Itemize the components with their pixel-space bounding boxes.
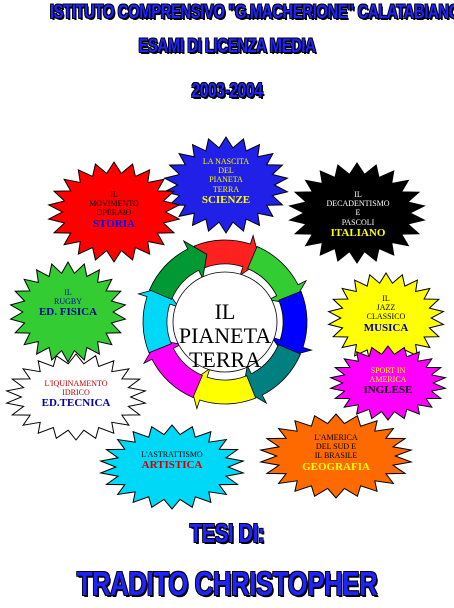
cycle-arrow xyxy=(148,239,208,300)
subject-burst xyxy=(9,260,127,364)
subject-burst xyxy=(47,161,181,263)
subject-name: ARTISTICA xyxy=(141,459,203,472)
topic-line: LA NASCITA xyxy=(202,157,250,166)
topic-line: AMERICA xyxy=(369,375,407,385)
topic-line: MOVIMENTO xyxy=(89,199,139,209)
topic-line: PASCOLI xyxy=(341,217,375,227)
topic-line: IL xyxy=(354,190,362,199)
topic-line: IL xyxy=(64,288,72,297)
topic-line: L'ASTRATTISMO xyxy=(141,450,203,459)
school-title: ISTITUTO COMPRENSIVO "G.MACHERIONE" CALA… xyxy=(49,2,454,23)
topic-line: DECADENTISMO xyxy=(326,199,390,209)
topic-line: E xyxy=(355,208,361,218)
subject-burst xyxy=(4,353,148,441)
topic-line: L'IQUINAMENTO xyxy=(44,379,108,388)
subject-name: SCIENZE xyxy=(201,193,251,206)
topic-line: DEL SUD E xyxy=(315,442,357,452)
center-circle xyxy=(172,271,278,373)
topic-line: IDRICO xyxy=(62,388,90,398)
subject-burst xyxy=(258,413,414,499)
thesis-by-label: TESI DI: xyxy=(189,518,265,548)
topic-line: IL BRASILE xyxy=(314,451,358,461)
student-name: TRADITO CHRISTOPHER xyxy=(76,565,378,602)
topic-line: CLASSICO xyxy=(366,312,406,322)
subject-burst xyxy=(98,424,246,510)
topic-line: DEL xyxy=(218,166,234,176)
subject-name: ED.TECNICA xyxy=(41,397,111,410)
topic-line: RUGBY xyxy=(53,297,82,307)
subject-burst xyxy=(288,162,426,264)
subject-burst xyxy=(328,345,448,421)
exam-title: ESAMI DI LICENZA MEDIA xyxy=(138,36,316,57)
subject-name: ED. FISICA xyxy=(38,306,98,319)
topic-line: IL xyxy=(382,294,390,303)
subject-name: STORIA xyxy=(93,217,135,230)
center-word-3: TERRA xyxy=(188,347,262,373)
topic-line: L'AMERICA xyxy=(314,433,358,442)
center-word-2: PIANETA xyxy=(178,323,272,349)
subject-name: INGLESE xyxy=(363,384,413,397)
subject-name: ITALIANO xyxy=(330,226,386,239)
center-word-1: IL xyxy=(214,299,236,324)
school-year: 2003-2004 xyxy=(191,80,263,102)
topic-line: JAZZ xyxy=(376,303,396,313)
topic-line: IL xyxy=(110,190,118,199)
center-title: IL PIANETA TERRA xyxy=(158,299,292,373)
topic-line: TERRA xyxy=(212,184,240,194)
subject-name: MUSICA xyxy=(363,321,409,334)
topic-line: PIANETA xyxy=(209,175,243,185)
topic-line: SPORT IN xyxy=(370,366,406,375)
subject-burst xyxy=(163,136,289,234)
subject-name: GEOGRAFIA xyxy=(302,460,370,473)
topic-line: OPERAIO xyxy=(96,208,132,218)
